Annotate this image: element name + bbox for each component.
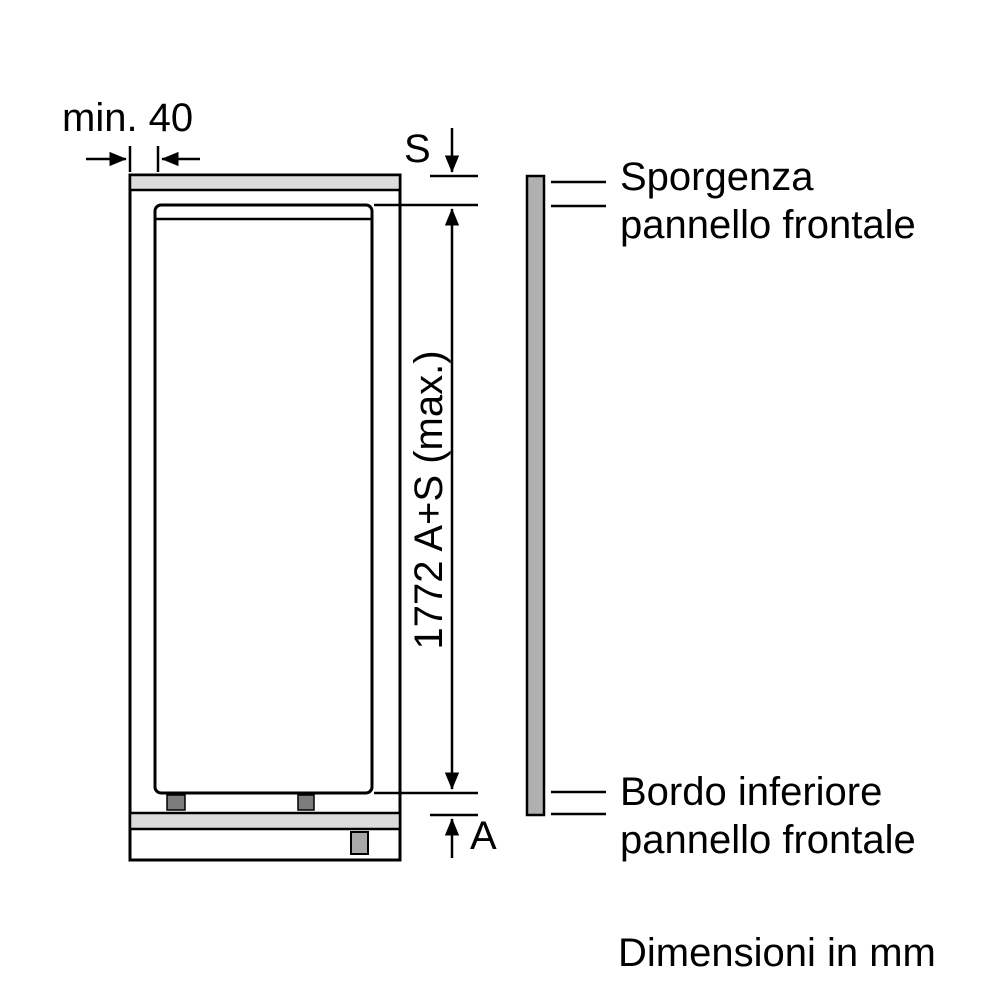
sporgenza-label-line2: pannello frontale (620, 203, 916, 247)
s-label: S (404, 127, 431, 171)
bordo-label-line1: Bordo inferiore (620, 770, 882, 814)
a-label: A (470, 814, 497, 858)
front-panel-bar (525, 174, 546, 817)
min-gap-label: min. 40 (62, 96, 193, 140)
units-label: Dimensioni in mm (618, 931, 936, 975)
sporgenza-label-line1: Sporgenza (620, 155, 814, 199)
appliance-body (153, 203, 374, 795)
appliance-foot-left (166, 794, 186, 811)
cabinet-top-band (128, 173, 402, 192)
height-label: 1772 A+S (max.) (407, 350, 451, 649)
bordo-label-line2: pannello frontale (620, 818, 916, 862)
leveling-foot (350, 831, 369, 855)
appliance-foot-right (297, 794, 315, 811)
niche-floor-band (128, 811, 402, 831)
